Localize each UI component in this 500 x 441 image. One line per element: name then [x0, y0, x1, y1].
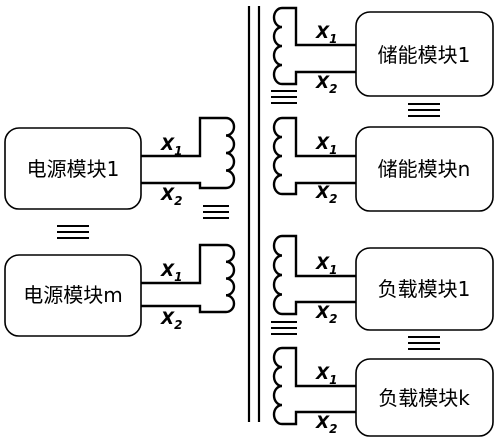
power-module-m-box — [4, 254, 142, 337]
load-k-port-x2: X2 — [315, 413, 337, 436]
storage-module-1-label: 储能模块1 — [378, 43, 471, 67]
power-module-1-label: 电源模块1 — [27, 157, 120, 181]
storage-module-1-box — [355, 11, 494, 97]
storage-winding-n — [272, 116, 356, 196]
power-winding-ellipsis-mark — [203, 205, 229, 219]
power-winding-m — [141, 243, 236, 314]
load-k-port-x1: X1 — [315, 364, 337, 387]
storage-n-port-x1: X1 — [315, 134, 337, 157]
power-m-port-x2: X2 — [160, 309, 182, 332]
load-module-1-box — [355, 247, 494, 331]
load-module-k-label: 负载模块k — [378, 386, 470, 410]
storage-1-port-x2: X2 — [315, 73, 337, 96]
load-winding-ellipsis-mark — [271, 321, 297, 335]
power-module-1-box — [4, 127, 142, 210]
load-1-port-x1: X1 — [315, 254, 337, 277]
load-winding-k — [272, 346, 356, 426]
power-winding-1 — [141, 116, 236, 190]
storage-module-n-box — [355, 126, 494, 212]
storage-winding-1 — [272, 6, 356, 86]
power-1-port-x1: X1 — [160, 135, 182, 158]
load-winding-1 — [272, 234, 356, 316]
storage-n-port-x2: X2 — [315, 183, 337, 206]
storage-1-port-x1: X1 — [315, 23, 337, 46]
load-module-k-box — [355, 358, 494, 437]
storage-winding-ellipsis-mark — [271, 90, 297, 104]
power-ellipsis-mark — [57, 225, 89, 239]
load-module-1-label: 负载模块1 — [378, 277, 471, 301]
storage-ellipsis-mark — [408, 103, 440, 117]
load-1-port-x2: X2 — [315, 303, 337, 326]
power-module-m-label: 电源模块m — [23, 283, 122, 307]
power-1-port-x2: X2 — [160, 185, 182, 208]
load-ellipsis-mark — [408, 336, 440, 350]
storage-module-n-label: 储能模块n — [378, 157, 471, 181]
power-m-port-x1: X1 — [160, 261, 182, 284]
